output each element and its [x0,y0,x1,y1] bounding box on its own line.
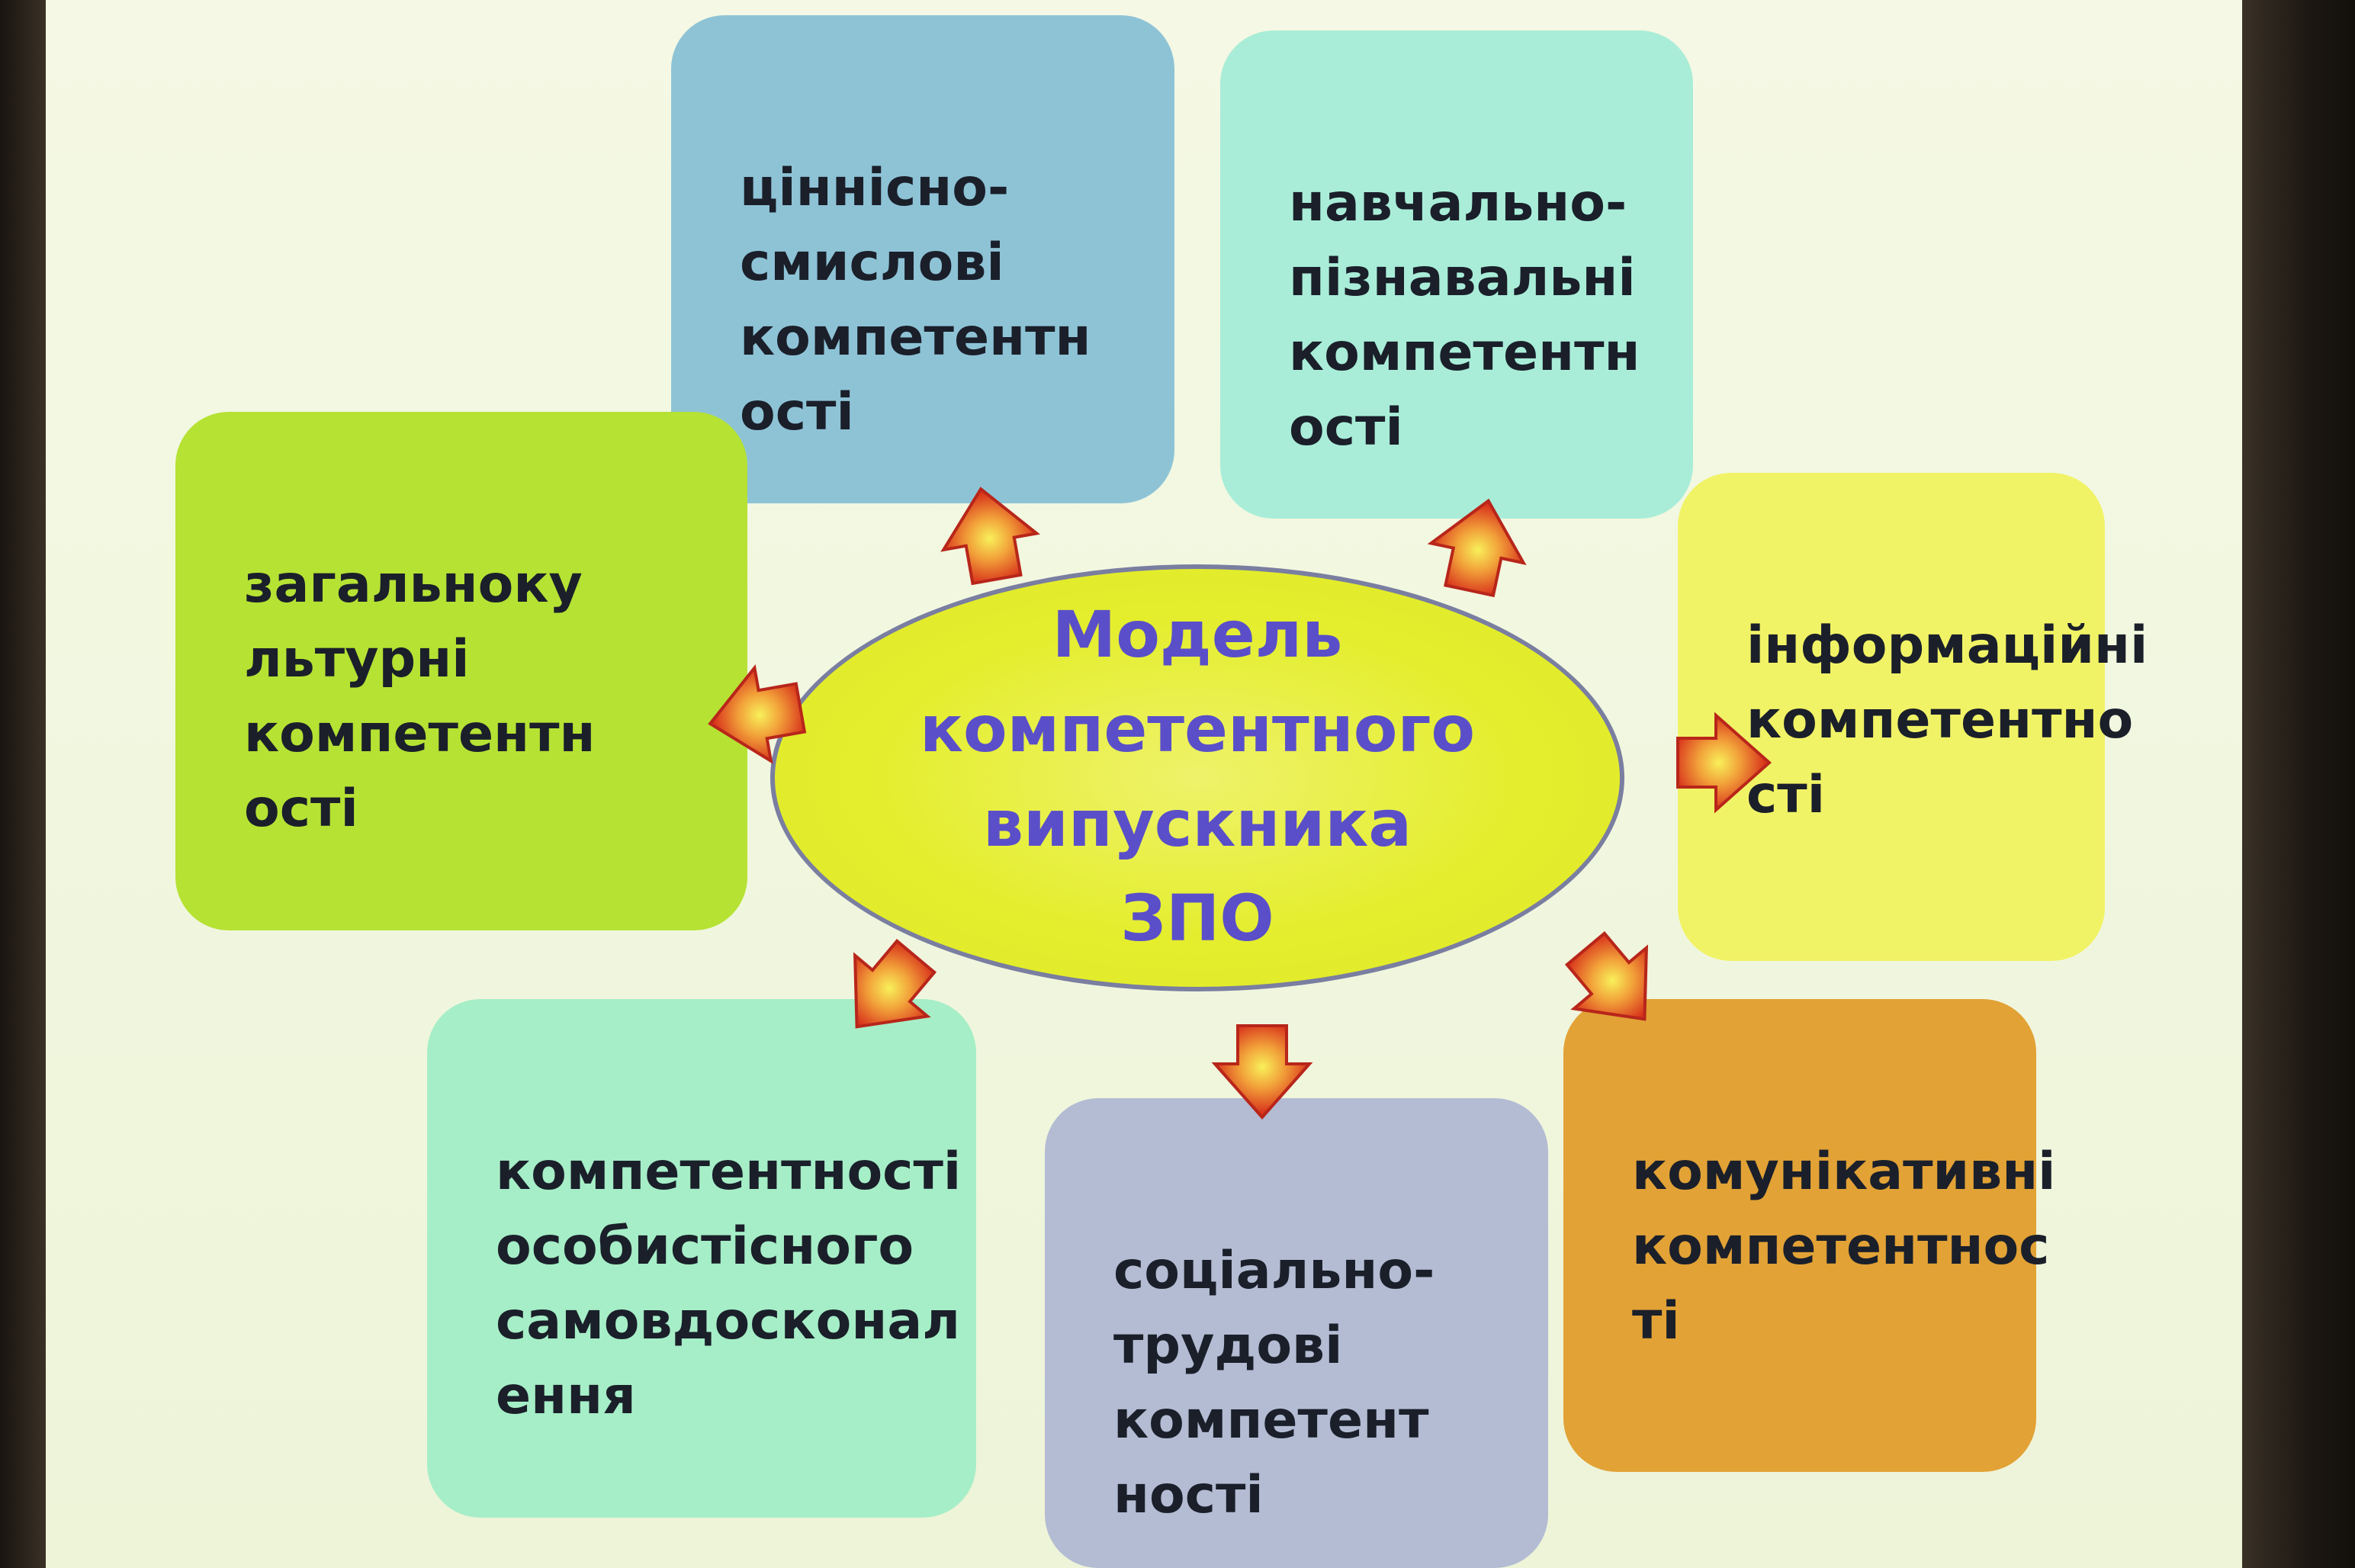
projector-frame-left [0,0,46,1568]
box-personal-competences: компетентності особистісного самовдоскон… [427,999,976,1518]
box-value-competences-label: ціннісно- смислові компетентн ості [740,158,1091,442]
arrow-down-right [1564,930,1649,1021]
box-information-competences: інформаційні компетентно сті [1678,473,2148,961]
box-information-competences-label: інформаційні компетентно сті [1746,615,2148,825]
arrow-right [1676,712,1772,814]
box-social-competences-label: соціально- трудові компетент ності [1113,1241,1435,1525]
arrow-down-left [853,938,937,1029]
box-personal-competences-label: компетентності особистісного самовдоскон… [496,1142,962,1426]
arrow-up-right [1427,498,1527,598]
box-communicative-competences-label: комунікативні компетентнос ті [1632,1142,2056,1351]
arrow-left [708,664,807,764]
center-ellipse [770,564,1624,991]
box-communicative-competences: комунікативні компетентнос ті [1563,999,2056,1472]
center-title: Модель компетентного випускника ЗПО [919,597,1476,956]
box-social-competences: соціально- трудові компетент ності [1045,1098,1548,1568]
box-cultural-competences: загальноку льтурні компетентн ості [175,412,747,930]
box-value-competences: ціннісно- смислові компетентн ості [671,15,1174,503]
box-learning-competences-label: навчально- пізнавальні компетентн ості [1289,173,1640,458]
arrow-up-left [940,487,1041,586]
arrow-down [1211,1024,1313,1120]
projector-frame-right [2242,0,2355,1568]
box-learning-competences: навчально- пізнавальні компетентн ості [1220,31,1693,519]
box-cultural-competences-label: загальноку льтурні компетентн ості [244,554,596,839]
